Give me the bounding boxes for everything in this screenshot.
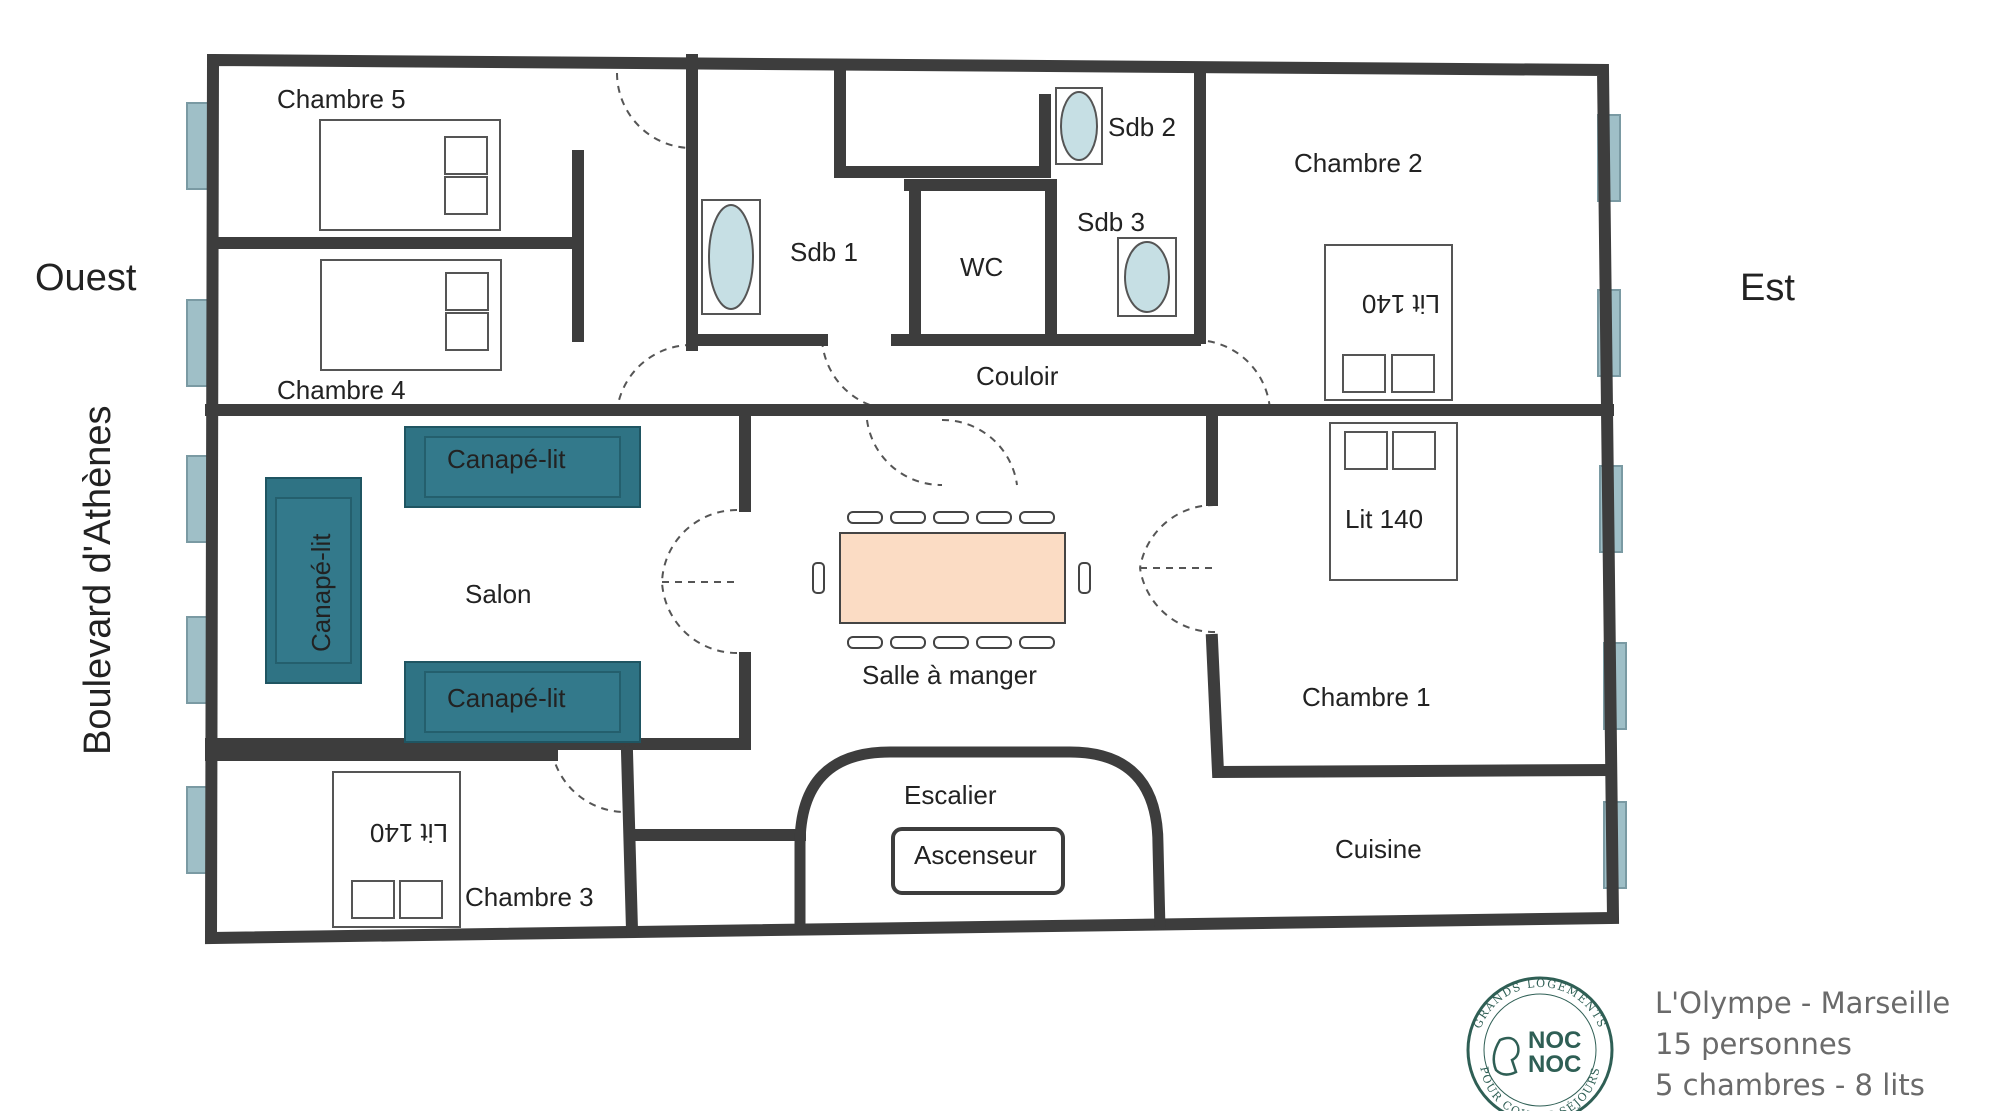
bathtub-sdb1-basin-icon bbox=[708, 204, 754, 310]
label-bed-chambre2: Lit 140 bbox=[1362, 289, 1440, 319]
bed-chambre3 bbox=[332, 771, 461, 928]
beds bbox=[319, 119, 1458, 928]
label-chambre5: Chambre 5 bbox=[277, 84, 406, 114]
label-sofa-top: Canapé-lit bbox=[447, 444, 566, 474]
label-sdb2: Sdb 2 bbox=[1108, 112, 1176, 142]
sofa-bed-bottom bbox=[404, 661, 641, 743]
label-cuisine: Cuisine bbox=[1335, 834, 1422, 864]
dining-table bbox=[839, 532, 1066, 624]
property-rooms: 5 chambres - 8 lits bbox=[1655, 1068, 1925, 1102]
brand-logo: GRANDS LOGEMENTS POUR COURTS SÉJOURS NOC… bbox=[1466, 976, 1614, 1111]
room-labels: Chambre 5 Chambre 4 Sdb 1 WC Sdb 2 Sdb 3… bbox=[277, 84, 1431, 912]
dining-chairs bbox=[812, 511, 1091, 649]
label-bed-chambre3: Lit 140 bbox=[370, 818, 448, 848]
logo-face-icon bbox=[1492, 1036, 1520, 1076]
window-west-1 bbox=[186, 102, 210, 190]
bathtub-sdb2-basin-icon bbox=[1060, 91, 1098, 161]
label-bed-chambre1: Lit 140 bbox=[1345, 504, 1423, 534]
door-swings bbox=[551, 72, 1271, 814]
property-info: L'Olympe - Marseille 15 personnes 5 cham… bbox=[1655, 983, 1950, 1106]
label-sofa-bottom: Canapé-lit bbox=[447, 683, 566, 713]
walls bbox=[204, 53, 1620, 945]
label-salle-a-manger: Salle à manger bbox=[862, 660, 1037, 690]
label-ascenseur: Ascenseur bbox=[914, 840, 1037, 870]
label-sdb3: Sdb 3 bbox=[1077, 207, 1145, 237]
property-guests: 15 personnes bbox=[1655, 1027, 1852, 1061]
stair-arch bbox=[794, 746, 1166, 931]
sofa-beds bbox=[265, 426, 641, 743]
sofa-bed-top bbox=[404, 426, 641, 508]
logo-line1: NOC bbox=[1528, 1027, 1581, 1054]
dining-set bbox=[812, 511, 1091, 649]
property-title: L'Olympe - Marseille bbox=[1655, 986, 1951, 1020]
label-couloir: Couloir bbox=[976, 361, 1059, 391]
label-sofa-left: Canapé-lit bbox=[306, 533, 336, 652]
bed-chambre2 bbox=[1324, 244, 1453, 401]
window-west-3 bbox=[186, 455, 210, 543]
furniture-labels: Canapé-lit Canapé-lit Canapé-lit Lit 140… bbox=[306, 289, 1440, 848]
label-escalier: Escalier bbox=[904, 780, 997, 810]
window-west-2 bbox=[186, 299, 210, 387]
label-street: Boulevard d'Athènes bbox=[77, 406, 119, 756]
bathtub-sdb3-basin-icon bbox=[1124, 241, 1170, 313]
exterior-wall bbox=[204, 53, 1620, 945]
sofa-bed-left bbox=[265, 477, 362, 684]
label-salon: Salon bbox=[465, 579, 532, 609]
label-chambre4: Chambre 4 bbox=[277, 375, 406, 405]
bed-chambre4 bbox=[320, 259, 502, 371]
label-west: Ouest bbox=[35, 257, 137, 299]
label-east: Est bbox=[1740, 267, 1795, 309]
elevator-box bbox=[891, 827, 1065, 895]
label-sdb1: Sdb 1 bbox=[790, 237, 858, 267]
label-wc: WC bbox=[960, 252, 1003, 282]
label-chambre1: Chambre 1 bbox=[1302, 682, 1431, 712]
label-chambre2: Chambre 2 bbox=[1294, 148, 1423, 178]
label-chambre3: Chambre 3 bbox=[465, 882, 594, 912]
bath-fixtures bbox=[701, 87, 1177, 317]
bed-chambre5 bbox=[319, 119, 501, 231]
logo-line2: NOC bbox=[1528, 1051, 1581, 1078]
bed-chambre1 bbox=[1329, 422, 1458, 581]
